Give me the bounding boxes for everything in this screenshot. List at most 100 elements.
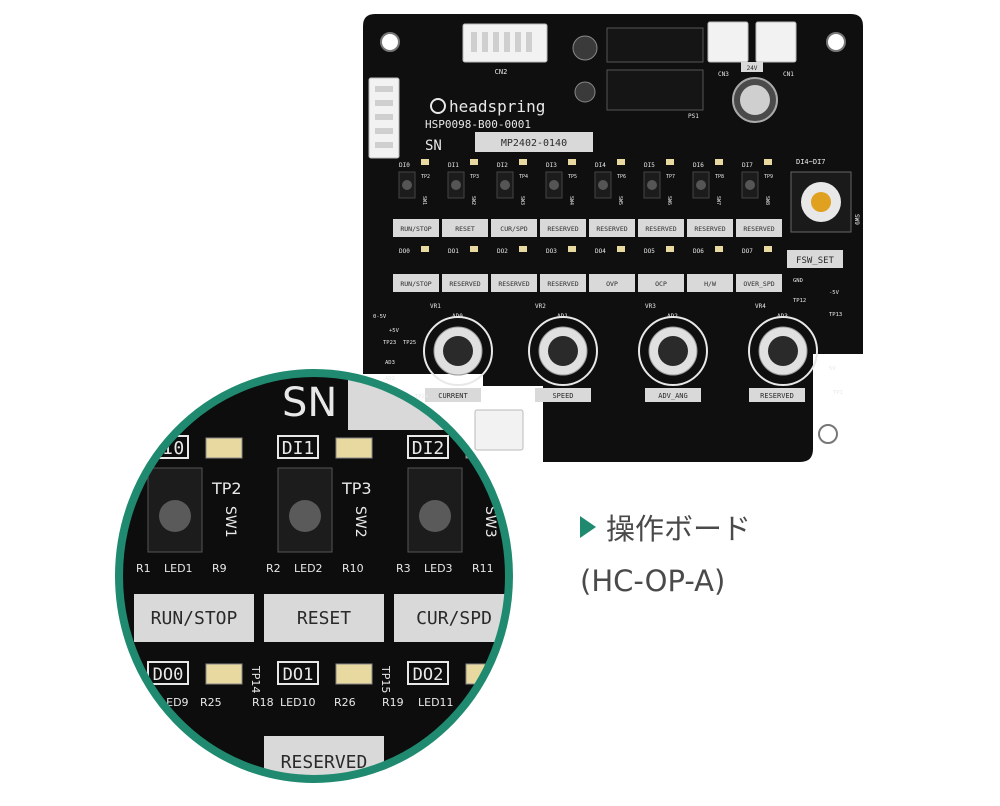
func-top-label: RUN/STOP	[400, 225, 431, 233]
led	[617, 159, 625, 165]
vr-scale-ring	[638, 316, 708, 386]
misc-silk-label: TP13	[829, 312, 842, 318]
func-top-label: RESERVED	[596, 225, 627, 233]
sw-label: SW5	[617, 196, 623, 205]
sw-label: SW6	[666, 196, 672, 205]
zoom-di-label: DI1	[282, 438, 315, 459]
ps1-label: PS1	[688, 113, 699, 120]
func-label-plate	[589, 274, 635, 292]
zoom-tp-label: TP3	[341, 479, 372, 498]
vr-label: VR2	[535, 303, 546, 310]
zoom-func-plate	[134, 594, 254, 642]
caption-model: (HC-OP-A)	[580, 564, 726, 598]
di-label: DI0	[399, 162, 410, 169]
di-label: DI6	[693, 162, 704, 169]
sn-label: SN	[425, 138, 442, 154]
sw-label: SW2	[470, 196, 476, 205]
led	[519, 159, 527, 165]
do-label: DO6	[693, 248, 704, 255]
tp-label: TP5	[568, 174, 577, 180]
zoom-r-bottom-label: R19	[382, 696, 404, 709]
switch-knob	[745, 180, 755, 190]
func-bottom-label: OCP	[655, 280, 667, 288]
led	[764, 159, 772, 165]
tp-label: TP4	[519, 174, 528, 180]
func-bottom-label: RESERVED	[449, 280, 480, 288]
func-bottom-label: OVP	[606, 280, 618, 288]
caption: 操作ボード (HC-OP-A)	[580, 506, 751, 598]
do-label: DO3	[546, 248, 557, 255]
zoom-r-bottom-label: LED11	[418, 696, 454, 709]
sw9-label: SW9	[853, 214, 860, 225]
zoom-led	[335, 663, 373, 685]
vr-label: VR1	[430, 303, 441, 310]
func-top-label: RESERVED	[694, 225, 725, 233]
zoom-di-label: DI2	[412, 438, 445, 459]
zoom-do-label: DO2	[413, 665, 444, 685]
zoom-led	[335, 437, 373, 459]
tp-label: TP9	[764, 174, 773, 180]
misc-silk-label: TP12	[793, 298, 806, 304]
sw-label: SW4	[568, 196, 574, 205]
zoom-do-box	[147, 661, 189, 685]
misc-silk-label: 0-5V	[373, 314, 387, 320]
zoom-r-label: R11	[472, 562, 494, 575]
func-label-plate	[687, 219, 733, 237]
vr-scale-ring	[748, 316, 818, 386]
func-label-plate	[638, 274, 684, 292]
tp-label: TP8	[715, 174, 724, 180]
headspring-logo: headspring	[430, 97, 545, 116]
do-label: DO7	[742, 248, 753, 255]
zoom-sn-label: SN	[282, 380, 337, 426]
zoom-do-label: DO1	[283, 665, 314, 685]
zoom-r-label: LED1	[164, 562, 193, 575]
led	[764, 246, 772, 252]
zoom-func-bottom-label: RESERVED	[281, 752, 368, 773]
func-label-plate	[736, 219, 782, 237]
serial-number: MP2402-0140	[501, 138, 567, 149]
switch-knob	[500, 180, 510, 190]
zoom-tp-label: TP2	[211, 479, 242, 498]
led	[568, 246, 576, 252]
analog-label-plate	[645, 388, 701, 402]
zoom-sw-label: SW1	[222, 506, 238, 538]
24v-label: 24V	[747, 65, 758, 72]
func-bottom-label: OVER_SPD	[743, 280, 774, 288]
func-label-plate	[393, 274, 439, 292]
pot-knob	[658, 336, 688, 366]
sw-label: SW1	[421, 196, 427, 205]
zoom-led	[205, 437, 243, 459]
tp-label: TP2	[421, 174, 430, 180]
misc-silk-label: TP25	[403, 340, 416, 346]
caption-title: 操作ボード	[606, 512, 752, 546]
sw-label: SW7	[715, 196, 721, 205]
func-top-label: RESERVED	[743, 225, 774, 233]
led	[568, 159, 576, 165]
di-label: DI5	[644, 162, 655, 169]
triangle-bullet-icon	[580, 516, 596, 538]
tp-label: TP3	[470, 174, 479, 180]
vr-label: VR4	[755, 303, 766, 310]
zoom-func-top-label: RESET	[297, 608, 351, 629]
zoom-switch-knob	[159, 500, 191, 532]
func-top-label: RESERVED	[547, 225, 578, 233]
func-top-label: RESET	[455, 225, 475, 233]
zoom-r-label: LED2	[294, 562, 323, 575]
misc-silk-label: AD2	[385, 376, 395, 382]
zoom-r-bottom-label: R26	[334, 696, 356, 709]
vr-scale-ring	[528, 316, 598, 386]
zoom-func-plate	[264, 594, 384, 642]
analog-label-plate	[425, 388, 481, 402]
vr-scale-ring	[423, 316, 493, 386]
zoom-tact-switch[interactable]	[147, 467, 203, 553]
di-label: DI2	[497, 162, 508, 169]
sw-label: SW3	[519, 196, 525, 205]
func-label-plate	[442, 219, 488, 237]
led	[715, 246, 723, 252]
misc-silk-label: GND	[793, 278, 803, 284]
misc-silk-label: 5V	[829, 366, 836, 372]
zoom-di-box	[277, 435, 319, 459]
func-label-plate	[442, 274, 488, 292]
switch-knob	[451, 180, 461, 190]
zoom-do-box	[407, 661, 449, 685]
